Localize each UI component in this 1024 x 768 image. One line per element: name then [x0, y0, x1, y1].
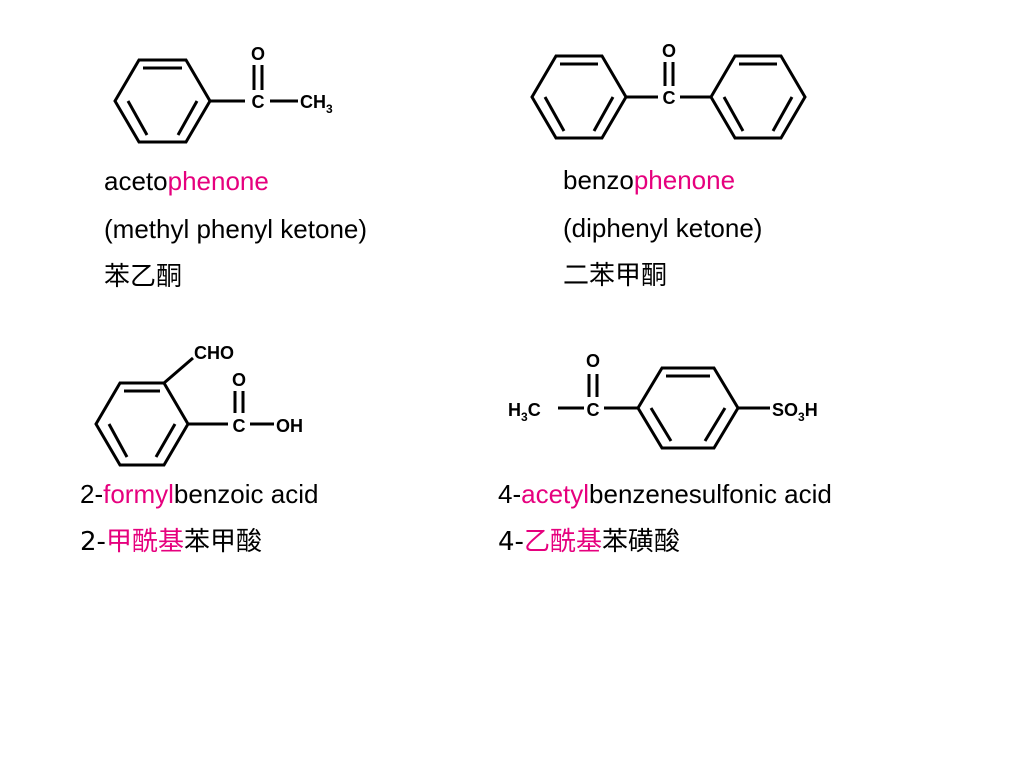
synonym-line: (methyl phenyl ketone): [104, 214, 368, 244]
acetophenone-label: acetophenone (methyl phenyl ketone) 苯乙酮: [104, 166, 367, 310]
chinese-name-line: 苯乙酮: [104, 262, 183, 292]
benzophenone-label: benzophenone (diphenyl ketone) 二苯甲酮: [563, 165, 762, 309]
oxygen-atom: O: [232, 370, 246, 390]
formylbenzoic-acid-structure: CHO O C OH: [94, 343, 303, 467]
formyl-group: CHO: [194, 343, 234, 363]
chinese-name-line: 2-甲酰基苯甲酸: [80, 527, 262, 557]
benzophenone-structure: O C: [530, 41, 807, 140]
formyl-bond: [163, 356, 194, 385]
formylbenzoic-acid-label: 2-formylbenzoic acid 2-甲酰基苯甲酸: [80, 479, 318, 575]
benzene-ring: [636, 366, 740, 450]
sulfonic-acid-group: SO3H: [772, 400, 818, 424]
hydroxyl-group: OH: [276, 416, 303, 436]
oxygen-atom: O: [662, 41, 676, 61]
acetylbenzenesulfonic-acid-label: 4-acetylbenzenesulfonic acid 4-乙酰基苯磺酸: [498, 479, 832, 575]
oxygen-atom: O: [586, 351, 600, 371]
methyl-group: H3C: [508, 400, 541, 424]
carbon-atom: C: [587, 400, 600, 420]
name-line: benzophenone: [563, 165, 736, 195]
name-line: acetophenone: [104, 166, 269, 196]
chinese-name-line: 二苯甲酮: [563, 261, 668, 291]
oxygen-atom: O: [251, 44, 265, 64]
acetylbenzenesulfonic-acid-structure: O H3C C SO3H: [508, 351, 818, 450]
name-line: 4-acetylbenzenesulfonic acid: [498, 479, 832, 509]
acetophenone-structure: O C CH3: [113, 44, 333, 144]
synonym-line: (diphenyl ketone): [563, 213, 763, 243]
benzene-ring: [113, 58, 212, 144]
methyl-group: CH3: [300, 92, 333, 116]
carbon-atom: C: [252, 92, 265, 112]
name-line: 2-formylbenzoic acid: [80, 479, 319, 509]
chinese-name-line: 4-乙酰基苯磺酸: [498, 527, 680, 557]
benzene-ring-left: [530, 54, 628, 140]
carbon-atom: C: [233, 416, 246, 436]
carbon-atom: C: [663, 88, 676, 108]
